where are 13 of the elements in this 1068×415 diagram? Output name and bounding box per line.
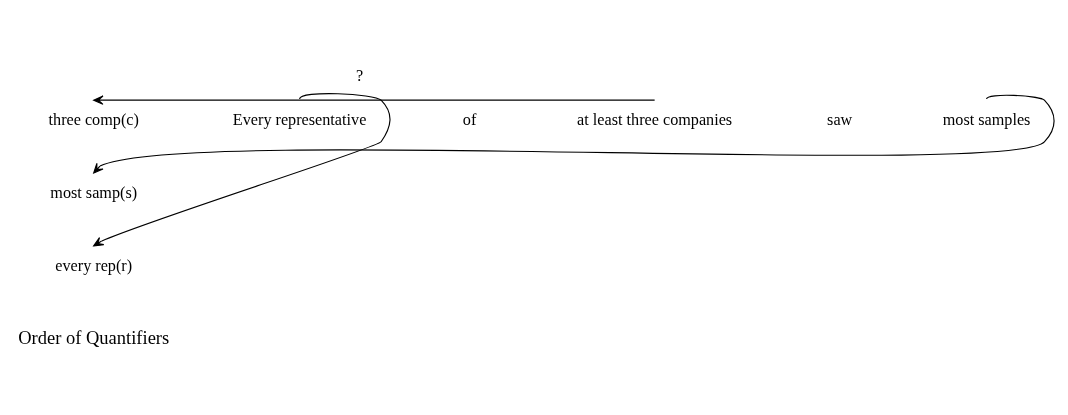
arrow	[93, 94, 1055, 174]
node-text: of	[462, 110, 477, 129]
arrow	[93, 92, 391, 246]
node-text: most samples	[942, 110, 1031, 129]
node-text: most samp(s)	[50, 183, 138, 202]
label: Order of Quantifiers	[18, 327, 170, 348]
node-text: every rep(r)	[55, 256, 133, 275]
edge-label: ?	[356, 66, 364, 85]
node-text: three comp(c)	[48, 110, 139, 129]
node-text: at least three companies	[577, 110, 733, 129]
node-text: saw	[827, 110, 853, 129]
arrow	[93, 94, 656, 105]
node-text: Every representative	[232, 110, 367, 129]
